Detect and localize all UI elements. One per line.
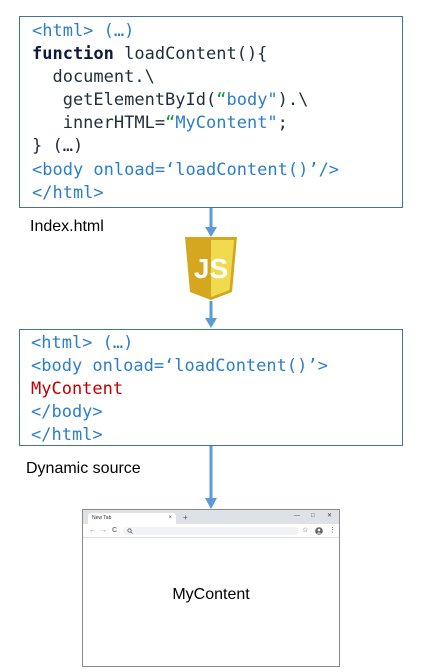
code-line: getElementById(“body").\ <box>32 89 402 112</box>
content-string: MyContent" <box>175 113 278 134</box>
body-string: body" <box>226 90 278 111</box>
semicolon: ; <box>277 113 288 134</box>
closing-brace: } (…) <box>32 136 84 157</box>
get-element-call: getElementById( <box>32 90 217 111</box>
html-open-tag: <html> <box>32 21 94 41</box>
forward-button[interactable]: → <box>100 527 107 534</box>
body-onload-line: <body onload=‘loadContent()’> <box>31 356 328 377</box>
injected-content-line: MyContent <box>31 379 124 400</box>
maximize-button[interactable]: □ <box>311 513 315 519</box>
code-line: document.\ <box>32 66 402 89</box>
call-suffix: ).\ <box>277 90 309 111</box>
dynamic-source-caption: Dynamic source <box>26 460 141 477</box>
body-onload-line: <body onload=‘loadContent()’/> <box>32 159 340 180</box>
browser-tab[interactable]: New Tab × <box>88 513 176 524</box>
js-badge-label: JS <box>194 253 228 284</box>
html-open-tag: <html> <box>31 333 93 353</box>
browser-menu-icon[interactable]: ⋮ <box>329 527 336 534</box>
code-line: <html> (…) <box>31 332 402 355</box>
dynamic-source-code-box: <html> (…) <body onload=‘loadContent()’>… <box>19 329 403 446</box>
tab-title: New Tab <box>92 515 112 521</box>
reload-button[interactable]: C <box>112 527 118 534</box>
ellipsis: (…) <box>92 333 134 353</box>
ellipsis: (…) <box>93 21 135 41</box>
arrow-down-2 <box>205 301 217 328</box>
html-close-tag: </html> <box>32 182 104 203</box>
new-tab-button[interactable]: + <box>183 513 188 522</box>
profile-avatar-icon[interactable] <box>315 527 323 535</box>
index-html-caption: Index.html <box>30 218 104 235</box>
close-window-button[interactable]: ✕ <box>327 513 333 519</box>
minimize-button[interactable]: — <box>294 513 300 519</box>
inner-html-assign: innerHTML= <box>32 113 166 134</box>
function-keyword: function <box>32 44 114 65</box>
back-button[interactable]: ← <box>89 527 96 534</box>
code-line: innerHTML=“MyContent"; <box>32 112 402 135</box>
arrow-down-3 <box>205 446 217 509</box>
browser-window: New Tab × + — □ ✕ ← → C ☆ ⋮ MyContent <box>82 509 340 667</box>
open-quote: “ <box>165 113 176 134</box>
browser-toolbar: ← → C ☆ ⋮ <box>83 524 339 538</box>
function-name: loadContent(){ <box>113 44 268 65</box>
index-html-code-box: <html> (…) function loadContent(){ docum… <box>19 16 403 208</box>
body-close-tag: </body> <box>31 402 103 423</box>
code-line: } (…) <box>32 135 402 158</box>
tab-close-icon[interactable]: × <box>168 515 172 521</box>
arrow-down-1 <box>205 208 217 237</box>
html-close-tag: </html> <box>31 425 103 446</box>
open-quote: “ <box>216 90 227 111</box>
document-text: document.\ <box>32 67 155 88</box>
search-icon <box>127 528 133 534</box>
address-bar[interactable] <box>123 527 299 535</box>
javascript-logo-icon: JS <box>185 237 237 300</box>
code-line: <html> (…) <box>32 20 402 43</box>
bookmark-star-icon[interactable]: ☆ <box>302 527 309 534</box>
page-content: MyContent <box>172 586 250 603</box>
code-line: function loadContent(){ <box>32 43 402 66</box>
browser-title-bar: New Tab × + — □ ✕ <box>83 510 339 524</box>
